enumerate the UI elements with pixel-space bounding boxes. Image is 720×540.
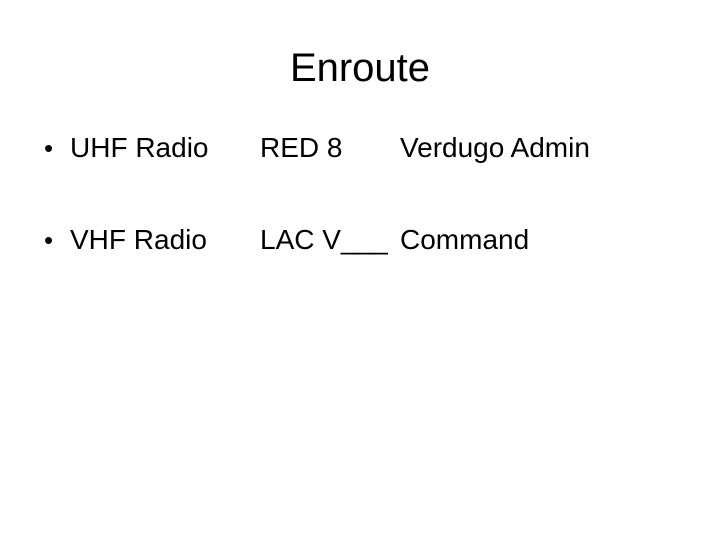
bullet-row-vhf: • VHF Radio LAC V___ Command	[0, 226, 720, 258]
radio-assignment-label: Verdugo Admin	[400, 132, 590, 163]
slide-title: Enroute	[289, 46, 431, 90]
radio-type-label: VHF Radio	[70, 224, 207, 255]
radio-channel-label: RED 8	[260, 132, 343, 163]
radio-type-label: UHF Radio	[70, 132, 209, 163]
radio-channel-label: LAC V___	[260, 224, 388, 255]
bullet-row-uhf: • UHF Radio RED 8 Verdugo Admin	[0, 134, 720, 166]
bullet-icon: •	[44, 225, 54, 255]
bullet-icon: •	[44, 133, 54, 163]
radio-assignment-label: Command	[400, 224, 530, 255]
